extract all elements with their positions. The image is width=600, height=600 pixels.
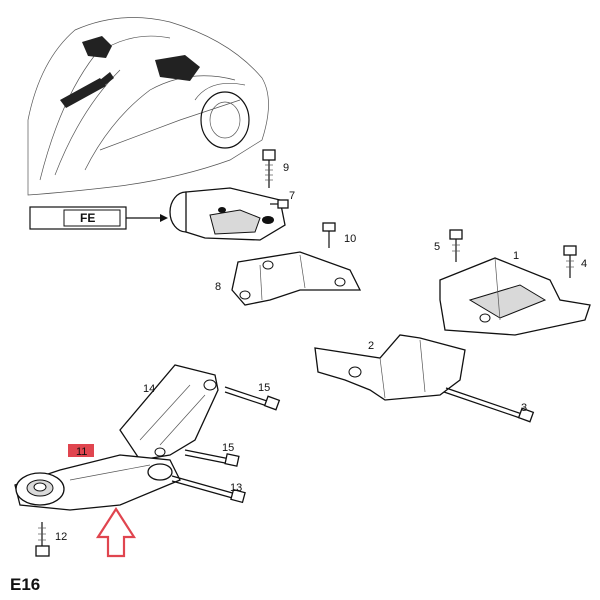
callout-10: 10 xyxy=(344,233,356,245)
page-code: E16 xyxy=(10,575,40,594)
arrow-up-outline-icon xyxy=(95,506,137,558)
bolt-15-lower: 15 xyxy=(184,442,240,467)
callout-3: 3 xyxy=(521,402,527,414)
torque-rod-14: 14 xyxy=(119,364,219,461)
vehicle-outline xyxy=(27,17,269,196)
bolt-15-upper: 15 xyxy=(224,382,281,411)
callout-11-highlight xyxy=(68,444,94,457)
bracket-2: 2 xyxy=(314,334,466,401)
bolt-5: 5 xyxy=(434,229,463,262)
bolt-3: 3 xyxy=(443,387,535,423)
bolt-12: 12 xyxy=(35,522,67,557)
callout-15-upper: 15 xyxy=(258,382,270,394)
bolt-13: 13 xyxy=(171,475,246,504)
bolt-7: 7 xyxy=(270,190,295,209)
callout-13: 13 xyxy=(230,482,242,494)
callout-5: 5 xyxy=(434,241,440,253)
upper-mount-part xyxy=(169,187,286,241)
callout-4: 4 xyxy=(581,258,587,270)
callout-2: 2 xyxy=(368,340,374,352)
callout-11: 11 xyxy=(76,446,87,458)
callout-7: 7 xyxy=(289,190,295,202)
rod-mount-11: 11 xyxy=(14,444,181,511)
callout-15-lower: 15 xyxy=(222,442,234,454)
callout-12: 12 xyxy=(55,531,67,543)
bolt-10: 10 xyxy=(322,222,356,248)
bracket-8: 8 xyxy=(215,251,362,306)
callout-1: 1 xyxy=(513,250,519,262)
fe-reference: 6 FE xyxy=(29,206,168,230)
bolt-9: 9 xyxy=(262,149,289,188)
callout-8: 8 xyxy=(215,281,221,293)
callout-9: 9 xyxy=(283,162,289,174)
callout-14: 14 xyxy=(143,383,155,395)
reference-box-label: FE xyxy=(80,211,95,225)
mount-1: 1 xyxy=(439,250,591,336)
bolt-4: 4 xyxy=(563,245,587,278)
